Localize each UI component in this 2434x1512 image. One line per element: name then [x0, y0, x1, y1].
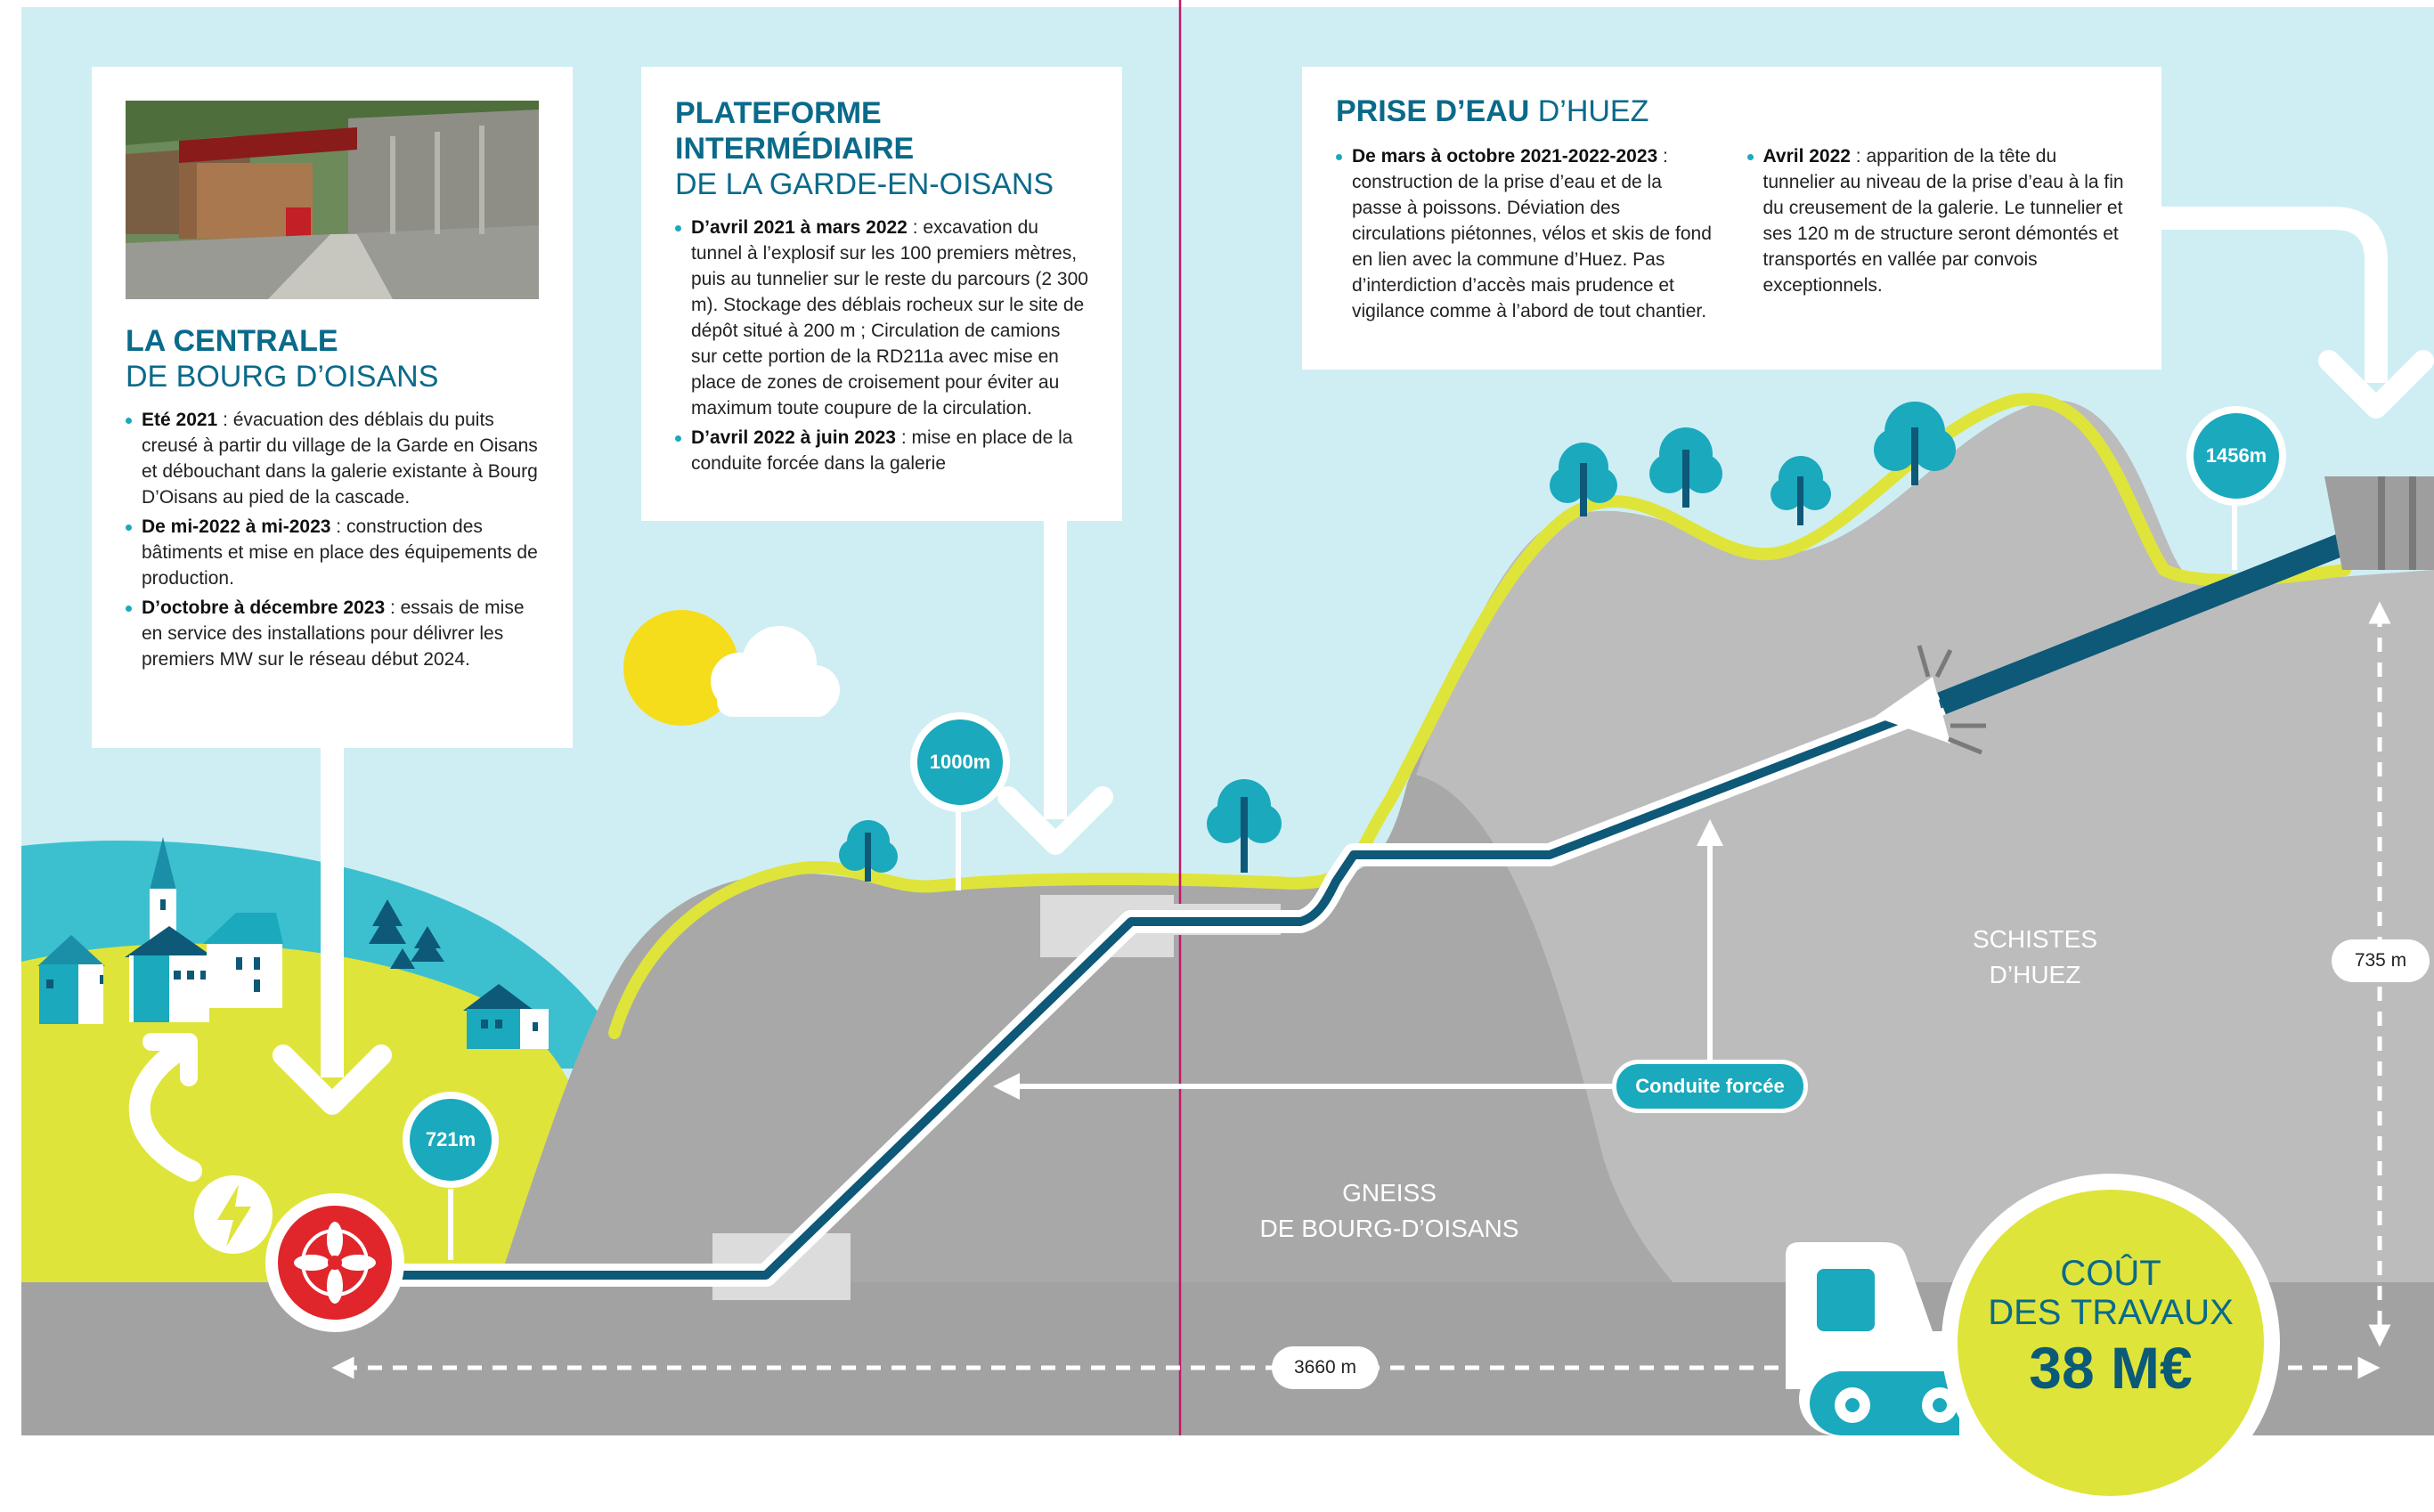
altitude-pin-plateforme: 1000m [910, 712, 1010, 812]
cost-badge: COÛT DES TRAVAUX 38 M€ [1942, 1174, 2280, 1512]
prise-title-bold: PRISE D’EAU [1336, 94, 1530, 128]
plateforme-title: PLATEFORME INTERMÉDIAIRE [675, 96, 915, 166]
gneiss-line-2: DE BOURG-D’OISANS [1259, 1215, 1519, 1242]
arrow-down-icon [273, 739, 392, 1115]
list-item: Eté 2021 : évacuation des déblais du pui… [126, 407, 544, 510]
meadow [21, 943, 588, 1291]
plateforme-subtitle: DE LA GARDE-EN-OISANS [675, 167, 1054, 201]
tree-icon [1874, 402, 1956, 485]
schist-zone [1416, 400, 2434, 1435]
list-item: D’avril 2021 à mars 2022 : excavation du… [675, 215, 1088, 421]
pin-stem [448, 1189, 453, 1260]
prise-card: PRISE D’EAU D’HUEZ De mars à octobre 202… [1302, 67, 2161, 370]
sun-icon [623, 610, 739, 726]
list-item: Avril 2022 : apparition de la tête du tu… [1746, 143, 2129, 298]
prise-list-left: De mars à octobre 2021-2022-2023 : const… [1336, 143, 1717, 328]
list-item: D’avril 2022 à juin 2023 : mise en place… [675, 425, 1088, 476]
cost-line-1: COÛT [2060, 1254, 2161, 1293]
intake-structure [2324, 476, 2434, 570]
schistes-line-2: D’HUEZ [1989, 961, 2081, 988]
tree-icon [1771, 456, 1831, 525]
plateforme-card: PLATEFORME INTERMÉDIAIRE DE LA GARDE-EN-… [641, 67, 1122, 521]
prise-list-right: Avril 2022 : apparition de la tête du tu… [1746, 143, 2129, 328]
cloud-icon [711, 626, 840, 717]
conduite-label: Conduite forcée [1612, 1060, 1808, 1113]
list-item: De mi-2022 à mi-2023 : construction des … [126, 514, 544, 591]
arrow-down-icon [2160, 207, 2434, 419]
prise-title: PRISE D’EAU D’HUEZ [1336, 93, 2128, 129]
cost-amount: 38 M€ [2029, 1335, 2193, 1401]
cost-line-2: DES TRAVAUX [1988, 1293, 2234, 1332]
tunnel-boring-machine [1875, 645, 1986, 755]
centrale-photo [126, 101, 539, 299]
excavated-tunnel [1937, 532, 2349, 715]
ridge-outline [608, 393, 2351, 1039]
pin-stem [2232, 494, 2237, 570]
tree-icon [1550, 443, 1617, 516]
turbine-icon [265, 1193, 404, 1332]
centrale-title: LA CENTRALE [126, 324, 338, 358]
centrale-list: Eté 2021 : évacuation des déblais du pui… [126, 407, 544, 672]
altitude-pin-centrale: 721m [403, 1092, 499, 1188]
list-item: De mars à octobre 2021-2022-2023 : const… [1336, 143, 1717, 324]
arrow-down-icon [997, 516, 1113, 855]
tree-icon [1649, 427, 1722, 508]
altitude-pin-prise: 1456m [2186, 406, 2286, 506]
lightning-icon [194, 1175, 273, 1254]
house-icon [463, 984, 549, 1049]
list-item: D’octobre à décembre 2023 : essais de mi… [126, 595, 544, 672]
infographic: LA CENTRALE DE BOURG D’OISANS Eté 2021 :… [21, 0, 2434, 1512]
centrale-card: LA CENTRALE DE BOURG D’OISANS Eté 2021 :… [92, 67, 573, 748]
schistes-line-1: SCHISTES [1972, 925, 2098, 953]
pin-stem [956, 806, 961, 890]
house-icon [37, 913, 283, 1024]
tree-icon [839, 820, 898, 882]
tree-icon [1207, 779, 1282, 873]
tree-icon [369, 899, 444, 969]
distance-vertical: 735 m [2332, 939, 2430, 982]
centrale-subtitle: DE BOURG D’OISANS [126, 360, 439, 394]
schistes-label: SCHISTES D’HUEZ [1924, 922, 2146, 993]
prise-title-light: D’HUEZ [1529, 94, 1649, 128]
distance-horizontal: 3660 m [1272, 1346, 1379, 1389]
penstock-pipe [356, 699, 1943, 1280]
gneiss-label: GNEISS DE BOURG-D’OISANS [1229, 1175, 1550, 1247]
curved-arrow [128, 1033, 202, 1182]
gneiss-line-1: GNEISS [1342, 1179, 1437, 1207]
plateforme-list: D’avril 2021 à mars 2022 : excavation du… [675, 215, 1088, 476]
